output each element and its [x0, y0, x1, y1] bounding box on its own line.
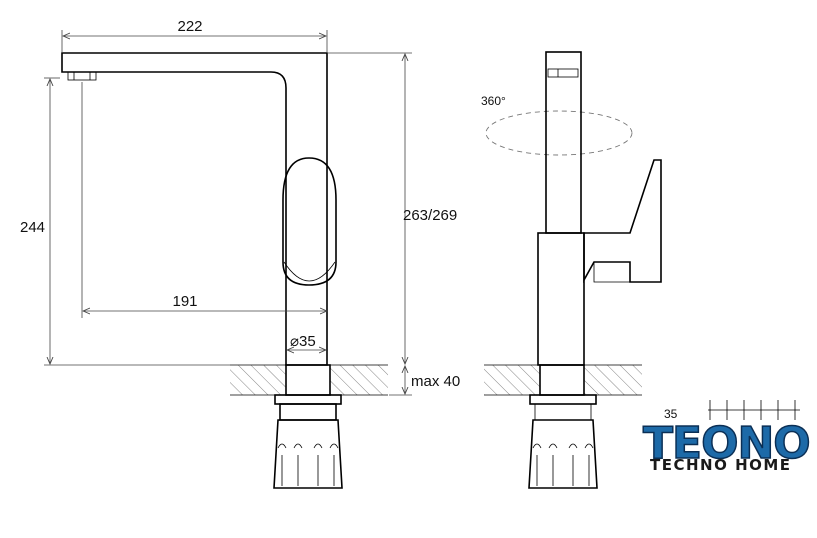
body-side [537, 232, 585, 366]
partial-label: 35 [664, 407, 678, 421]
logo-brand: TEONO [643, 418, 810, 469]
dimension-label-diameter: ⌀35 [290, 333, 316, 350]
dimension-263-269: 263/269 [328, 52, 457, 364]
brand-logo: TEONO TECHNO HOME [642, 417, 811, 474]
faucet-outline-front [61, 52, 328, 366]
rotation-ellipse [485, 110, 633, 156]
dimension-label-222: 222 [177, 18, 202, 35]
rotation-label: 360° [481, 94, 506, 108]
handle-oval [282, 157, 337, 286]
spout-upright [545, 51, 582, 234]
partial-detail: 35 [664, 400, 800, 421]
dimension-222: 222 [61, 18, 328, 52]
aerator [67, 71, 97, 81]
countertop-hatch-side [484, 364, 642, 396]
lever-handle [583, 159, 662, 284]
side-view: 360° [481, 51, 662, 489]
logo-tagline: TECHNO HOME [650, 456, 792, 474]
dimension-label-191: 191 [172, 293, 197, 310]
dimension-max-40: max 40 [389, 366, 460, 396]
mounting-hardware-front [273, 364, 343, 489]
mounting-hardware-side [528, 364, 598, 489]
front-view: 222 244 191 ⌀35 263/269 [20, 18, 460, 489]
dimension-label-263-269: 263/269 [403, 207, 457, 224]
dimension-191: 191 [81, 82, 327, 318]
dimension-label-max-40: max 40 [411, 373, 460, 390]
dimension-244: 244 [20, 77, 285, 366]
dimension-diameter: ⌀35 [287, 333, 326, 350]
countertop-hatch-front [230, 364, 388, 396]
dimension-label-244: 244 [20, 219, 45, 236]
